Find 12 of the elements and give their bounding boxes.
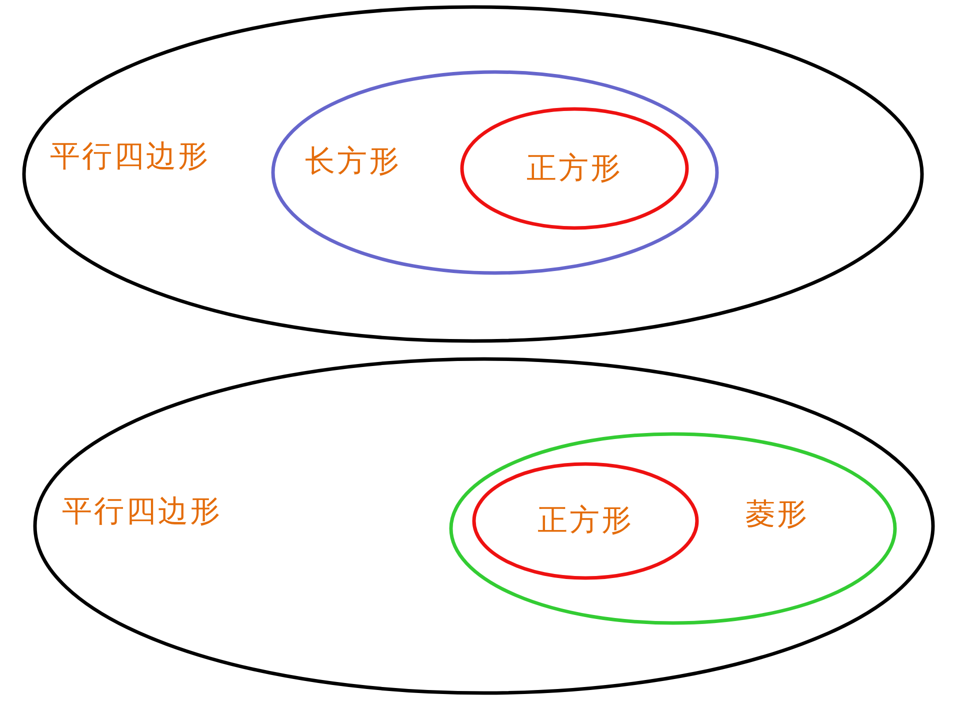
set-label: 正方形 <box>526 154 622 184</box>
set-ellipse <box>271 70 719 275</box>
set-ellipse <box>22 5 924 343</box>
set-ellipse <box>449 432 897 625</box>
set-ellipse <box>472 462 699 580</box>
set-label: 菱形 <box>745 500 809 530</box>
set-ellipse <box>33 357 935 695</box>
set-label: 平行四边形 <box>62 497 222 527</box>
set-label: 平行四边形 <box>50 142 210 172</box>
set-ellipse <box>460 107 689 230</box>
set-label: 长方形 <box>305 147 401 177</box>
set-label: 正方形 <box>538 506 634 536</box>
